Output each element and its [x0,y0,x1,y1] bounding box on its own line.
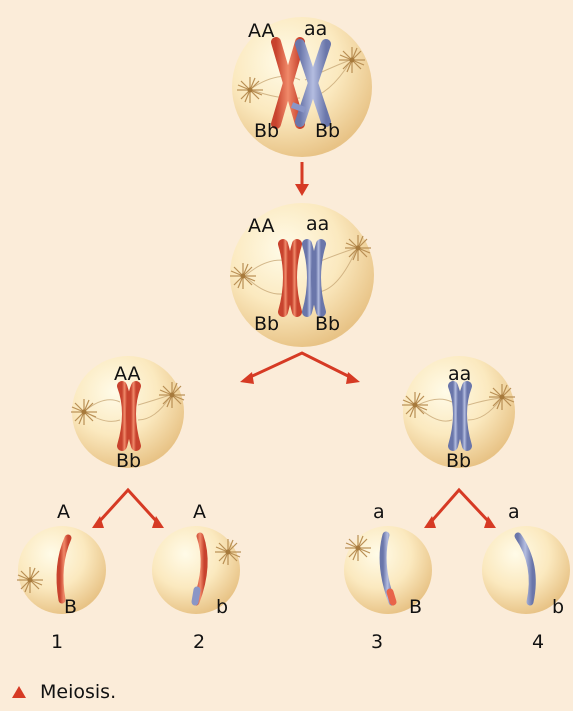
gamete2-top-label: A [193,501,206,523]
gamete-4: a b 4 [482,501,570,653]
gamete2-number: 2 [193,631,205,653]
gamete1-number: 1 [51,631,63,653]
cell-daughter-left: AA Bb [70,356,186,472]
gamete-1: A B 1 [16,501,106,653]
triangle-bullet-icon [12,686,26,698]
gamete4-bottom-label: b [552,596,564,618]
cell-prophase: AA aa Bb Bb [232,17,372,157]
gamete2-bottom-label: b [216,596,228,618]
cell-icon [232,17,372,157]
arrow-icon [92,487,164,528]
figure-caption: Meiosis. [12,681,116,703]
cell4-bottom-label: Bb [446,450,471,472]
cell-icon [230,203,374,347]
chromosome-icon [514,532,536,606]
arrow-icon [240,351,360,384]
gamete4-number: 4 [532,631,544,653]
cell1-bottom-right-label: Bb [315,120,340,142]
chromosome-icon [271,37,331,129]
chromosome-icon [448,381,472,451]
cell1-top-left-label: AA [248,20,275,42]
cell-daughter-right: aa Bb [401,356,516,472]
gamete4-top-label: a [508,501,520,523]
chromosome-icon [117,381,141,451]
caption-text: Meiosis. [40,681,116,703]
gamete-2: A b 2 [152,501,242,653]
chromosome-icon [56,534,72,604]
cell2-bottom-right-label: Bb [315,313,340,335]
cell3-bottom-label: Bb [116,450,141,472]
cell2-top-left-label: AA [248,215,275,237]
gamete3-bottom-label: B [409,596,422,618]
cell2-bottom-left-label: Bb [254,313,279,335]
cell-icon [482,526,570,614]
cell2-top-right-label: aa [306,213,329,235]
arrow-icon [295,162,309,196]
cell3-top-label: AA [114,363,141,385]
arrow-icon [424,487,496,528]
cell1-top-right-label: aa [304,18,327,40]
cell1-bottom-left-label: Bb [254,120,279,142]
cell4-top-label: aa [448,363,471,385]
cell-metaphase: AA aa Bb Bb [229,203,374,347]
gamete3-top-label: a [373,501,385,523]
gamete3-number: 3 [371,631,383,653]
chromosome-icon [278,239,326,317]
gamete-3: a B 3 [344,501,432,653]
gamete1-bottom-label: B [64,596,77,618]
gamete1-top-label: A [57,501,70,523]
